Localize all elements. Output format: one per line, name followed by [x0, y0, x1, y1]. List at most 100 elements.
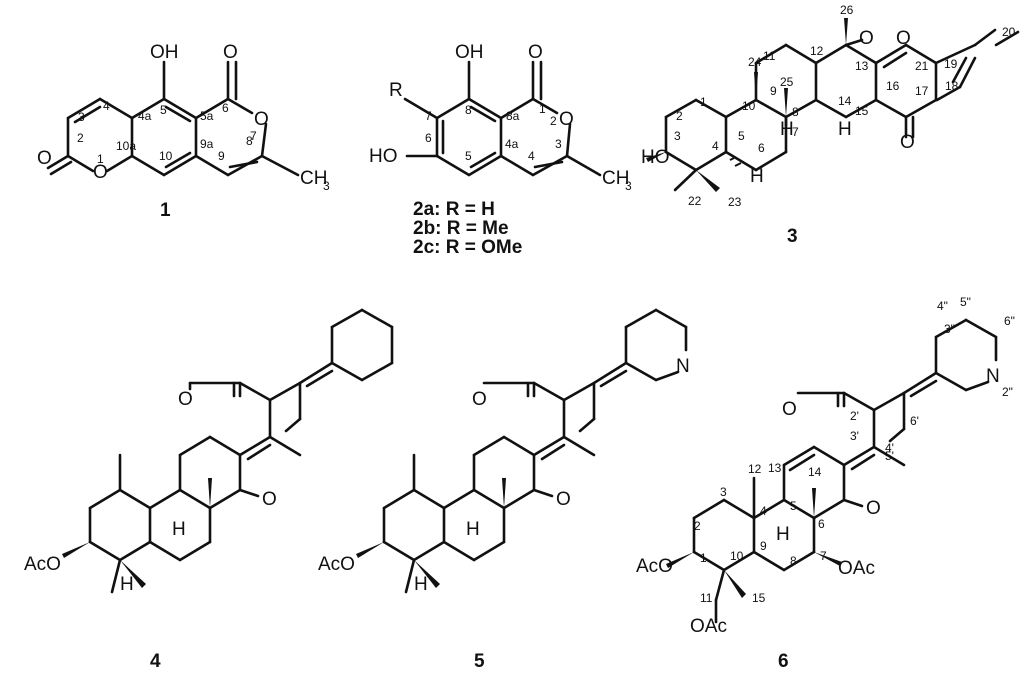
locant: 24: [748, 55, 762, 69]
locant: 2: [676, 109, 683, 123]
locant: 11: [763, 49, 776, 63]
compound-label: 2c: R = OMe: [413, 237, 522, 258]
atom-o: O: [859, 28, 874, 49]
locant: 8: [792, 105, 799, 119]
atom-h: H: [838, 119, 852, 140]
subscript-3: 3: [323, 179, 330, 193]
atom-h: H: [780, 119, 794, 140]
locant: 14: [838, 94, 852, 108]
atom-o: O: [472, 389, 487, 410]
compound-1: O O OH O O CH 3 1 2 3 4 4a 5 5a 6 7 8 9 …: [37, 42, 330, 221]
atom-aco: AcO: [318, 554, 355, 575]
locant: 10: [742, 99, 756, 113]
locant: 4: [712, 139, 719, 153]
locant: 17: [915, 84, 929, 98]
compound-label: 5: [474, 651, 485, 672]
locant: 15: [752, 591, 766, 605]
atom-oac: OAc: [838, 558, 875, 579]
locant: 21: [915, 59, 929, 73]
locant: 4a: [138, 109, 152, 123]
locant: 19: [944, 57, 958, 71]
atom-o: O: [782, 399, 797, 420]
atom-o: O: [262, 489, 277, 510]
atom-ho: HO: [641, 147, 670, 168]
locant: 6": [1004, 314, 1015, 328]
locant: 1: [700, 95, 707, 109]
locant: 18: [945, 79, 959, 93]
atom-o: O: [528, 42, 543, 63]
compound-2: R OH HO O O CH 3 1 2 3 4 4a 5 6 7 8 8a 2…: [369, 42, 632, 258]
locant: 3: [555, 137, 562, 151]
atom-oh: OH: [150, 42, 179, 63]
locant: 5: [465, 149, 472, 163]
compound-label: 4: [150, 651, 161, 672]
compound-label: 2a: R = H: [413, 199, 495, 220]
locant: 1: [539, 102, 546, 116]
locant: 8: [465, 103, 472, 117]
locant: 3': [850, 429, 859, 443]
locant: 3: [720, 485, 727, 499]
locant: 2: [77, 131, 84, 145]
locant: 1: [97, 152, 104, 166]
locant: 2': [850, 409, 859, 423]
locant: 5": [960, 295, 971, 309]
atom-ho: HO: [369, 146, 398, 167]
atom-r: R: [389, 80, 403, 101]
locant: 9: [770, 84, 777, 98]
locant: 3": [944, 322, 955, 336]
atom-o: O: [556, 489, 571, 510]
locant: 1: [700, 551, 707, 565]
locant: 14: [808, 465, 822, 479]
locant: 22: [688, 194, 702, 208]
atom-o: O: [896, 28, 911, 49]
locant: 3: [674, 129, 681, 143]
atom-ch3: CH: [602, 168, 629, 189]
atom-h: H: [120, 574, 134, 595]
locant: 4a: [505, 137, 519, 151]
atom-o: O: [223, 42, 238, 63]
locant: 5: [790, 499, 797, 513]
locant: 26: [840, 3, 854, 17]
atom-aco: AcO: [636, 556, 673, 577]
compound-label: 2b: R = Me: [413, 218, 509, 239]
locant: 2": [1002, 385, 1013, 399]
atom-o: O: [900, 132, 915, 153]
locant: 9a: [200, 137, 214, 151]
locant: 9: [218, 149, 225, 163]
atom-h: H: [466, 519, 480, 540]
compound-label: 1: [160, 200, 171, 221]
atom-h: H: [776, 524, 790, 545]
locant: 15: [855, 104, 869, 118]
locant: 7: [425, 109, 432, 123]
locant: 8a: [506, 109, 520, 123]
compound-6: AcO OAc OAc H O O N 1 2 3 4 5 6 7 8 9 10…: [636, 295, 1015, 672]
locant: 4': [885, 441, 894, 455]
compound-label: 3: [787, 226, 798, 247]
atom-o: O: [37, 148, 52, 169]
locant: 12: [748, 462, 762, 476]
locant: 20: [1002, 25, 1016, 39]
locant: 25: [780, 75, 794, 89]
locant: 4: [103, 99, 110, 113]
locant: 10: [730, 549, 744, 563]
atom-aco: AcO: [24, 554, 61, 575]
atom-o: O: [254, 109, 269, 130]
atom-oac: OAc: [690, 616, 727, 637]
atom-oh: OH: [455, 42, 484, 63]
locant: 13: [768, 461, 782, 475]
locant: 4: [760, 504, 767, 518]
atom-h: H: [414, 574, 428, 595]
locant: 10a: [116, 139, 136, 153]
locant: 10: [159, 149, 173, 163]
atom-n: N: [676, 356, 690, 377]
locant: 4: [528, 149, 535, 163]
locant: 11: [700, 591, 713, 605]
locant: 8: [790, 554, 797, 568]
locant: 12: [810, 44, 824, 58]
locant: 4": [937, 299, 948, 313]
locant: 6': [910, 414, 919, 428]
compound-4: AcO H H O O 4: [24, 308, 394, 672]
locant: 16: [886, 79, 900, 93]
atom-ch3: CH: [300, 168, 327, 189]
